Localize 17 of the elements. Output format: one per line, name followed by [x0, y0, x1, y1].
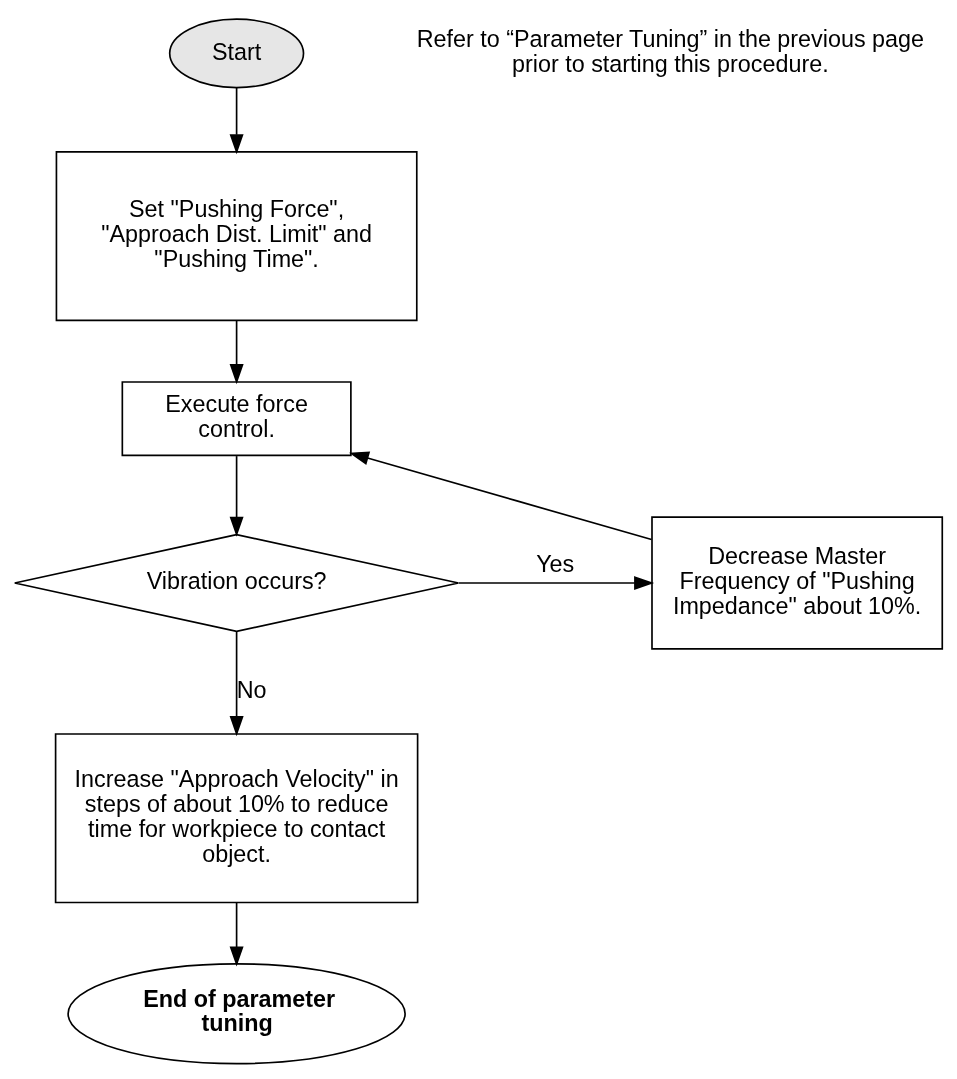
arrow	[229, 630, 244, 736]
node-box: Set "Pushing Force", "Approach Dist. Limit" and "Pushing Time".	[55, 150, 418, 321]
node-box: Decrease Master Frequency of "Pushing Impedance" about 10%.	[651, 515, 944, 650]
node-diamond: Vibration occurs?	[13, 533, 460, 632]
arrow	[458, 575, 655, 590]
node-ellipse: End of parameter tuning	[67, 962, 406, 1064]
arrow	[229, 319, 244, 384]
node-box: Increase "Approach Velocity" in steps of about 10% to reduce time for workpiece to contact object.	[54, 732, 419, 903]
arrow	[348, 450, 653, 540]
node-ellipse: Start	[168, 17, 305, 88]
edge-label: Yes	[536, 550, 575, 577]
label: Refer to “Parameter Tuning” in the previous page prior to starting this procedure.	[416, 25, 925, 77]
edge-label: No	[236, 676, 267, 703]
arrow	[229, 901, 244, 966]
arrow	[229, 86, 244, 154]
arrow	[229, 454, 244, 537]
node-box: Execute force control.	[121, 380, 352, 456]
